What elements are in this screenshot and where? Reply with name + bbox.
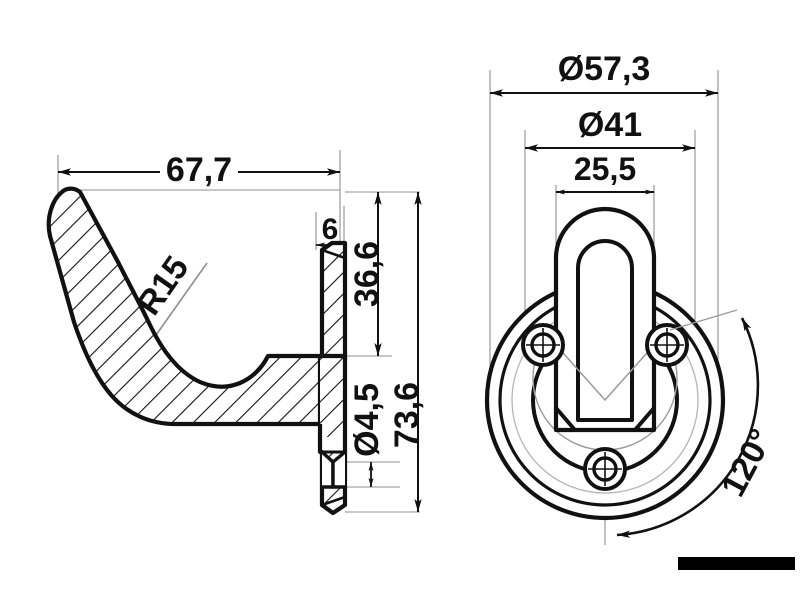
dimension-label-6: 6 [322, 213, 339, 246]
dimension-36-6: 36,6 [348, 192, 386, 356]
dimension-label-diameter-41: Ø41 [578, 106, 642, 144]
dimension-diameter-57-3: Ø57,3 [490, 50, 718, 97]
angle-arc [616, 317, 760, 538]
stem-inner-outline [576, 239, 634, 422]
dimension-label-diameter-4-5: Ø4,5 [348, 383, 386, 457]
dimension-label-36-6: 36,6 [348, 241, 386, 307]
mounting-hole-bottom [583, 447, 627, 491]
dimension-label-25-5: 25,5 [574, 151, 636, 187]
dimension-label-diameter-57-3: Ø57,3 [558, 50, 651, 88]
bracket-stem [553, 206, 657, 433]
section-extension-lines [57, 150, 420, 513]
dimension-label-67-7: 67,7 [166, 151, 232, 189]
dimension-67-7: 67,7 [58, 151, 340, 189]
dimension-25-5: 25,5 [556, 151, 654, 195]
countersunk-hole-section [320, 450, 347, 489]
dimension-label-73-6: 73,6 [388, 382, 426, 448]
wall-plate-upper [319, 240, 348, 363]
front-view: Ø57,3 Ø41 25,5 [484, 50, 781, 545]
mounting-hole-right [645, 323, 689, 367]
dimension-diameter-41: Ø41 [525, 106, 695, 152]
scale-bar [678, 557, 795, 570]
dimension-diameter-4-5: Ø4,5 [348, 383, 386, 487]
dimension-73-6: 73,6 [388, 192, 426, 512]
wall-plate-lower [317, 353, 348, 516]
mounting-hole-left [521, 323, 565, 367]
